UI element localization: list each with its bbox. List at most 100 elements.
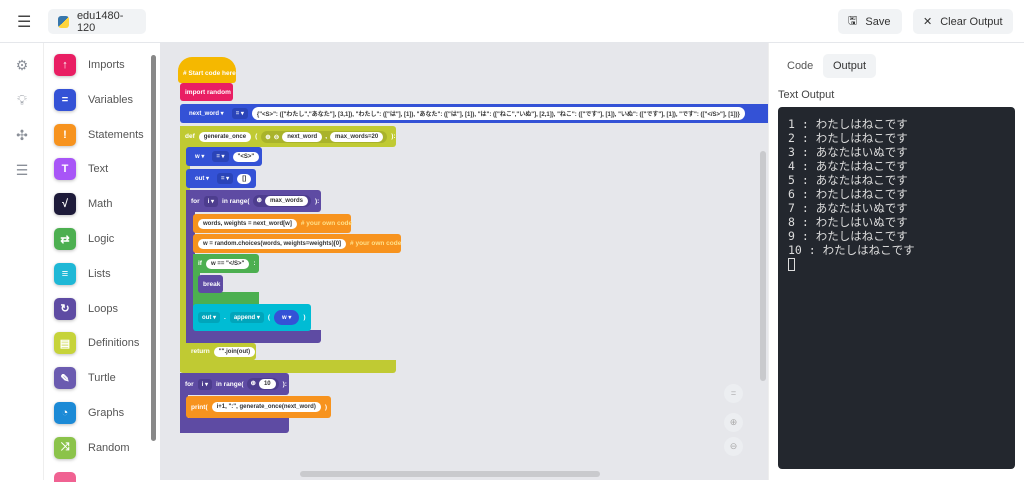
variable-dropdown[interactable]: w ▾	[274, 310, 300, 325]
variable-dropdown[interactable]: w ▾	[195, 154, 205, 160]
param[interactable]: max_words=20	[330, 131, 384, 142]
category-math[interactable]: √Math	[54, 192, 112, 216]
operator-dropdown[interactable]: = ▾	[212, 151, 229, 162]
start-hat-block[interactable]: # Start code here	[178, 57, 236, 83]
output-line: 8 : わたしはいぬです	[788, 215, 908, 229]
graphs-icon: ◔	[54, 402, 76, 424]
zoom-in-icon[interactable]: ⊕	[724, 413, 743, 432]
if-block-footer	[193, 292, 259, 307]
variable-dropdown[interactable]: out ▾	[195, 176, 210, 182]
variable-dropdown[interactable]: next_word ▾	[189, 111, 224, 117]
method-dropdown[interactable]: append ▾	[229, 312, 264, 323]
category-graphs[interactable]: ◔ Graphs	[54, 401, 124, 425]
range-label: in range(	[222, 197, 250, 205]
save-label: Save	[865, 15, 891, 28]
category-statements[interactable]: !Statements	[54, 123, 144, 147]
tab-output[interactable]: Output	[823, 54, 877, 78]
import-block[interactable]: import random	[180, 83, 233, 101]
reset-zoom-icon[interactable]: =	[724, 384, 743, 403]
arg[interactable]: 10	[258, 379, 276, 389]
def-block-footer	[180, 360, 396, 373]
block-text: import random	[185, 88, 231, 96]
variable-dropdown[interactable]: i ▾	[197, 378, 213, 390]
arg[interactable]: max_words	[264, 196, 308, 206]
tab-code[interactable]: Code	[787, 60, 814, 72]
break-block[interactable]: break	[198, 275, 223, 293]
paren: (	[255, 133, 258, 140]
category-imports[interactable]: ↑Imports	[54, 53, 125, 77]
add-param-icon[interactable]: ⊕	[265, 133, 271, 141]
variable-dropdown[interactable]: i ▾	[203, 195, 219, 207]
category-variables[interactable]: =Variables	[54, 88, 133, 112]
category-label: Graphs	[88, 407, 125, 419]
clear-output-button[interactable]: ✕Clear Output	[913, 9, 1013, 34]
workspace-vertical-scrollbar[interactable]	[760, 151, 766, 381]
math-icon: √	[54, 193, 76, 216]
return-value[interactable]: "".join(out)	[213, 346, 256, 357]
checklist-icon[interactable]: ☰	[15, 162, 29, 178]
code-line-block[interactable]: w = random.choices(words, weights=weight…	[193, 234, 401, 253]
blocks-workspace[interactable]: # Start code here import random next_wor…	[160, 43, 768, 480]
category-loops[interactable]: ↻Loops	[54, 297, 118, 321]
category-label: Statements	[88, 128, 144, 141]
close-icon: ✕	[923, 16, 933, 28]
code-line-block[interactable]: words, weights = next_word[w]# your own …	[193, 214, 352, 233]
variable-dropdown[interactable]: out ▾	[198, 312, 221, 323]
paren: ):	[314, 197, 320, 205]
code-input[interactable]: words, weights = next_word[w]	[198, 218, 297, 229]
paren: )	[324, 403, 327, 411]
next-word-assign-block[interactable]: next_word ▾ = ▾ {"<S>": (["わたし","あなた"], …	[180, 104, 768, 123]
if-keyword: if	[198, 260, 202, 267]
menu-icon[interactable]: ☰	[17, 14, 32, 31]
category-turtle[interactable]: ✎Turtle	[54, 366, 116, 390]
function-name[interactable]: generate_once	[198, 131, 252, 142]
def-block-body	[180, 126, 190, 372]
w-assign-block[interactable]: w ▾ = ▾"<S>"	[186, 147, 262, 166]
variables-icon: =	[54, 88, 76, 111]
operator-dropdown[interactable]: = ▾	[231, 108, 248, 119]
range-args: ⊕10	[247, 378, 279, 390]
block-text: break	[203, 280, 221, 288]
random-icon: ⤨	[54, 436, 76, 459]
category-definitions[interactable]: ▤Definitions	[54, 331, 139, 355]
value[interactable]: []	[237, 173, 252, 184]
add-arg-icon[interactable]: ⊕	[256, 197, 262, 204]
print-keyword: print(	[191, 403, 208, 411]
print-block[interactable]: print(i+1, ":", generate_once(next_word)…	[186, 396, 331, 418]
print-args[interactable]: i+1, ":", generate_once(next_word)	[211, 402, 321, 412]
text-icon: T	[54, 158, 76, 181]
add-arg-icon[interactable]: ⊕	[250, 380, 256, 387]
out-assign-block[interactable]: out ▾ = ▾[]	[186, 169, 256, 188]
category-random[interactable]: ⤨ Random	[54, 436, 130, 460]
value[interactable]: "<S>"	[232, 151, 260, 162]
condition-input[interactable]: w == "</S>"	[205, 258, 250, 269]
python-icon	[58, 15, 69, 28]
workspace-horizontal-scrollbar[interactable]	[300, 471, 600, 477]
dict-value[interactable]: {"<S>": (["わたし","あなた"], [3,1]), "わたし": (…	[251, 107, 745, 120]
puzzle-icon[interactable]: ✣	[16, 127, 28, 143]
category-scrollbar[interactable]	[151, 55, 156, 441]
operator-dropdown[interactable]: = ▾	[217, 173, 234, 184]
category-lists[interactable]: ≡Lists	[54, 262, 111, 286]
lightbulb-icon[interactable]: 💡︎	[17, 92, 27, 108]
code-input[interactable]: w = random.choices(words, weights=weight…	[198, 238, 347, 249]
for2-block-footer	[180, 418, 289, 433]
remove-param-icon[interactable]: ⊖	[273, 133, 280, 141]
for-block-footer	[186, 330, 321, 343]
return-block[interactable]: return"".join(out)	[186, 343, 256, 360]
project-selector[interactable]: edu1480-120	[48, 9, 146, 34]
for2-block-body	[180, 373, 188, 433]
zoom-out-icon[interactable]: ⊖	[724, 437, 743, 456]
append-block[interactable]: out ▾.append ▾( w ▾)	[193, 304, 311, 331]
category-label: Random	[88, 441, 130, 454]
save-button[interactable]: 🖫Save	[838, 9, 902, 34]
category-logic[interactable]: ⇄Logic	[54, 227, 114, 251]
settings-icon[interactable]: ⚙	[15, 57, 29, 73]
param[interactable]: next_word	[282, 131, 323, 142]
def-block[interactable]: def generate_once ( ⊕⊖ next_word , max_w…	[180, 126, 396, 147]
